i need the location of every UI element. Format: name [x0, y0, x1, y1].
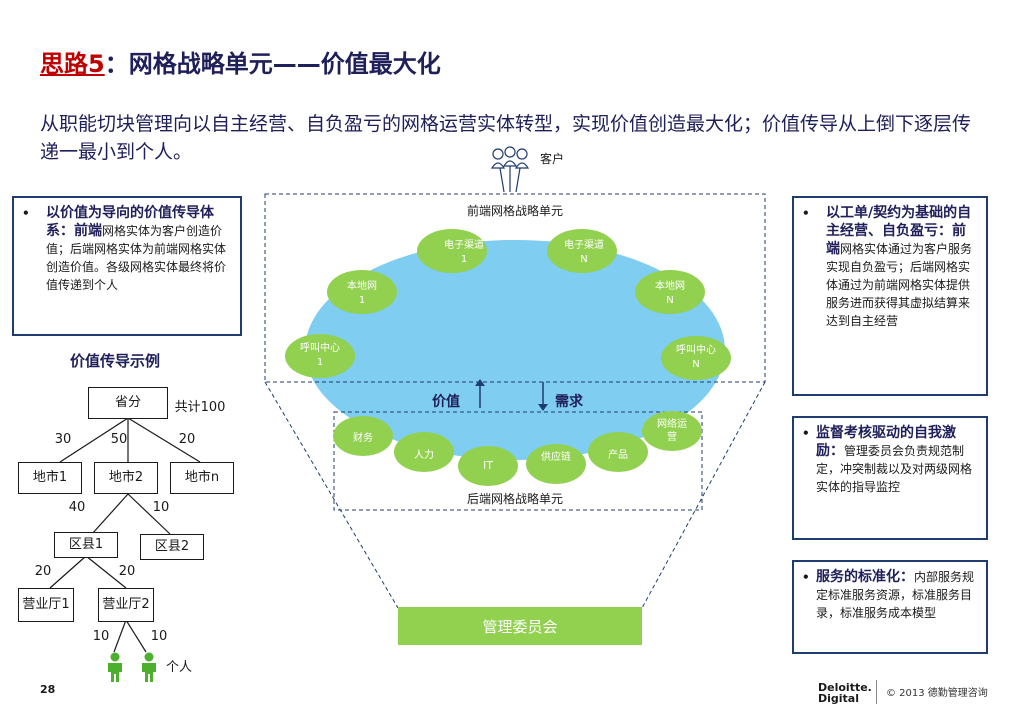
weight-hall1: 20 [34, 564, 52, 579]
title-separator: ： [104, 50, 129, 78]
tree-city1-box: 地市1 [18, 462, 82, 494]
footer-divider [876, 680, 877, 704]
deloitte-logo: Deloitte. Digital [818, 682, 872, 704]
bullet: • [802, 426, 810, 440]
tree-root-box: 省分 [88, 387, 168, 419]
demand-label: 需求 [555, 394, 583, 410]
tree-cityn-box: 地市n [170, 462, 234, 494]
weight-county1: 40 [68, 500, 86, 515]
weight-hall2: 20 [118, 564, 136, 579]
grid-diagram [264, 193, 766, 609]
tree-hall1-box: 营业厅1 [18, 588, 74, 622]
node-finance: 财务 [353, 433, 373, 444]
right-box2-body: 管理委员会负责规范制定，冲突制裁以及对两级网格实体的指导监控 [816, 444, 973, 494]
node-product: 产品 [608, 450, 628, 461]
tree-total: 共计100 [174, 400, 226, 415]
management-committee: 管理委员会 [398, 607, 642, 645]
value-label: 价值 [432, 394, 460, 410]
page-title: 思路5：网格战略单元——价值最大化 [40, 44, 441, 79]
weight-person2: 10 [150, 629, 168, 644]
person-icon [108, 652, 122, 682]
right-box3-heading: 服务的标准化： [816, 569, 914, 585]
bullet: • [22, 206, 30, 220]
subtitle: 从职能切块管理向以自主经营、自负盈亏的网格运营实体转型，实现价值创造最大化；价值… [40, 113, 972, 163]
left-info-box: • 以价值为导向的价值传导体系：前端网格实体为客户创造价值；后端网格实体为前端网… [12, 196, 242, 336]
right-box3-body: 内部服务规定标准服务资源，标准服务目录，标准服务成本模型 [816, 570, 975, 620]
bullet: • [802, 570, 810, 584]
left-box-heading: 以价值为导向的价值传导体系：前端 [46, 205, 214, 239]
left-box-body: 网格实体为客户创造价值；后端网格实体为前端网格实体创造价值。各级网格实体最终将价… [46, 224, 227, 292]
node-it: IT [483, 459, 493, 472]
node-call-center-n: 呼叫中心N [676, 345, 716, 370]
right-info-box-2: • 监督考核驱动的自我激励：管理委员会负责规范制定，冲突制裁以及对两级网格实体的… [792, 416, 988, 540]
customer-label: 客户 [540, 152, 565, 166]
bullet: • [802, 206, 810, 220]
title-main: 网格战略单元——价值最大化 [128, 50, 441, 78]
tree-hall2-box: 营业厅2 [98, 588, 154, 622]
brand-line-2: Digital [818, 692, 859, 705]
brand-line-1: Deloitte. [818, 681, 872, 694]
grid-ellipse [305, 240, 725, 460]
tree-county1-box: 区县1 [54, 532, 118, 558]
node-e-channel-n: 电子渠道N [564, 240, 604, 265]
right-box1-heading: 以工单/契约为基础的自主经营、自负盈亏：前端 [826, 205, 972, 257]
back-unit-title: 后端网格战略单元 [466, 492, 563, 506]
tree-county2-box: 区县2 [140, 534, 204, 560]
node-network-ops: 网络运营 [657, 419, 687, 443]
back-unit-frame [333, 411, 703, 511]
node-local-net-1: 本地网1 [347, 281, 377, 306]
title-prefix: 思路5 [40, 50, 105, 78]
front-unit-title: 前端网格战略单元 [466, 204, 563, 218]
page-number: 28 [40, 683, 56, 696]
right-box2-heading: 监督考核驱动的自我激励： [816, 425, 956, 459]
weight-city2: 50 [110, 432, 128, 447]
person-label: 个人 [165, 660, 192, 675]
example-title: 价值传导示例 [70, 352, 161, 370]
right-info-box-3: • 服务的标准化：内部服务规定标准服务资源，标准服务目录，标准服务成本模型 [792, 560, 988, 654]
front-unit-frame [264, 193, 766, 383]
right-info-box-1: • 以工单/契约为基础的自主经营、自负盈亏：前端网格实体通过为客户服务实现自负盈… [792, 196, 988, 396]
node-e-channel-1: 电子渠道1 [444, 240, 484, 265]
customer-group-icon [490, 146, 530, 193]
tree-city2-box: 地市2 [94, 462, 158, 494]
node-supply-chain: 供应链 [541, 452, 571, 463]
weight-cityn: 20 [178, 432, 196, 447]
node-call-center-1: 呼叫中心1 [300, 343, 340, 368]
weight-person1: 10 [92, 629, 110, 644]
node-hr: 人力 [414, 450, 434, 461]
weight-county2: 10 [152, 500, 170, 515]
node-local-net-n: 本地网N [655, 281, 685, 306]
copyright: © 2013 德勤管理咨询 [886, 688, 988, 699]
right-box1-body: 网格实体通过为客户服务实现自负盈亏；后端网格实体通过为前端网格实体提供服务进而获… [826, 242, 973, 328]
weight-city1: 30 [54, 432, 72, 447]
person-icon [142, 652, 156, 682]
